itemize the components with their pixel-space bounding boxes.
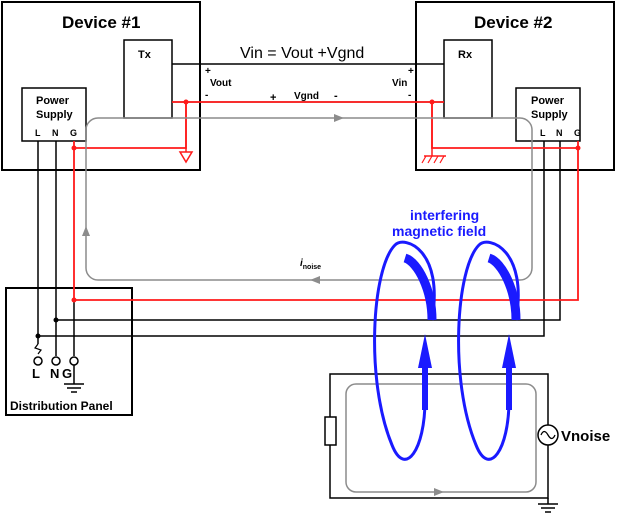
distribution-panel-title: Distribution Panel [10,399,113,413]
vnoise-source [537,424,559,446]
noise-arrow-left [82,226,90,236]
vin-plus: + [408,66,414,77]
distribution-panel-box [5,287,133,416]
vnoise-loop-box [329,373,549,499]
device1-title: Device #1 [62,13,140,32]
red-junction-4 [575,145,581,151]
vnoise-arrow [434,488,444,496]
equation-label: Vin = Vout +Vgnd [240,45,364,62]
panel-g: G [62,366,72,381]
vnoise-ground-symbol [538,498,558,513]
field-label-line2: magnetic field [392,223,486,239]
magnetic-field-loop-2 [457,240,521,461]
l-wire-device2 [38,141,545,337]
vnoise-label: Vnoise [561,428,610,445]
noise-arrow-top [334,114,344,122]
ps1-g: G [70,128,77,138]
resistor [324,416,337,446]
ps2-n: N [556,128,563,138]
device2-box [415,1,615,171]
noise-current-loop [85,117,533,281]
vout-plus: + [205,66,211,77]
device1-box [1,1,201,171]
power-supply-2-box [515,87,581,142]
vgnd-minus: - [334,90,338,102]
vin-label: Vin [392,78,407,89]
tx-label: Tx [138,49,152,61]
ps2-g: G [574,128,581,138]
ground-wire-device2 [74,141,579,301]
device2-title: Device #2 [474,13,552,32]
power-supply-1-label-line1: Power [36,95,70,107]
panel-n-junction [53,317,59,323]
magnetic-field-loop-1 [373,240,437,461]
ps2-l: L [540,128,546,138]
panel-n: N [50,366,59,381]
ground-symbol-device1 [178,102,194,164]
noise-arrow-bottom [310,276,320,284]
power-supply-1-label-line2: Supply [36,109,74,121]
vout-label: Vout [210,78,232,89]
rx-label: Rx [458,49,473,61]
power-supply-2-label-line1: Power [531,95,565,107]
power-supply-2-label-line2: Supply [531,109,569,121]
ps1-l: L [35,128,41,138]
vout-minus: - [205,90,208,101]
vgnd-label: Vgnd [294,91,319,102]
red-junction-5 [71,297,77,303]
power-supply-1-box [21,87,87,142]
panel-terminals [33,343,84,393]
ground-symbol-device2 [421,102,446,164]
ps1-n: N [52,128,59,138]
field-label-line1: interfering [410,207,479,223]
panel-l: L [32,366,40,381]
vgnd-plus: + [270,92,276,104]
red-junction-1 [71,145,77,151]
panel-l-junction [35,333,41,339]
ground-bus-device1 [74,102,187,149]
n-wire-device2 [56,141,561,321]
vin-minus: - [408,90,411,101]
inoise-label: inoise [300,258,321,271]
